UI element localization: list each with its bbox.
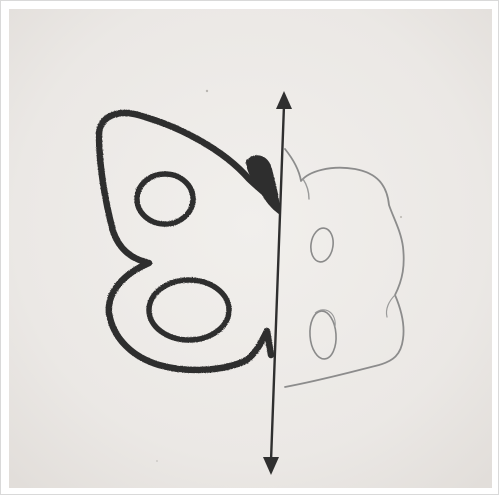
paper-speck <box>206 90 208 92</box>
paper-background <box>9 9 492 488</box>
paper-speck <box>156 460 158 462</box>
photo <box>9 9 492 488</box>
butterfly-symmetry-drawing <box>9 9 492 488</box>
paper-speck <box>400 216 402 218</box>
